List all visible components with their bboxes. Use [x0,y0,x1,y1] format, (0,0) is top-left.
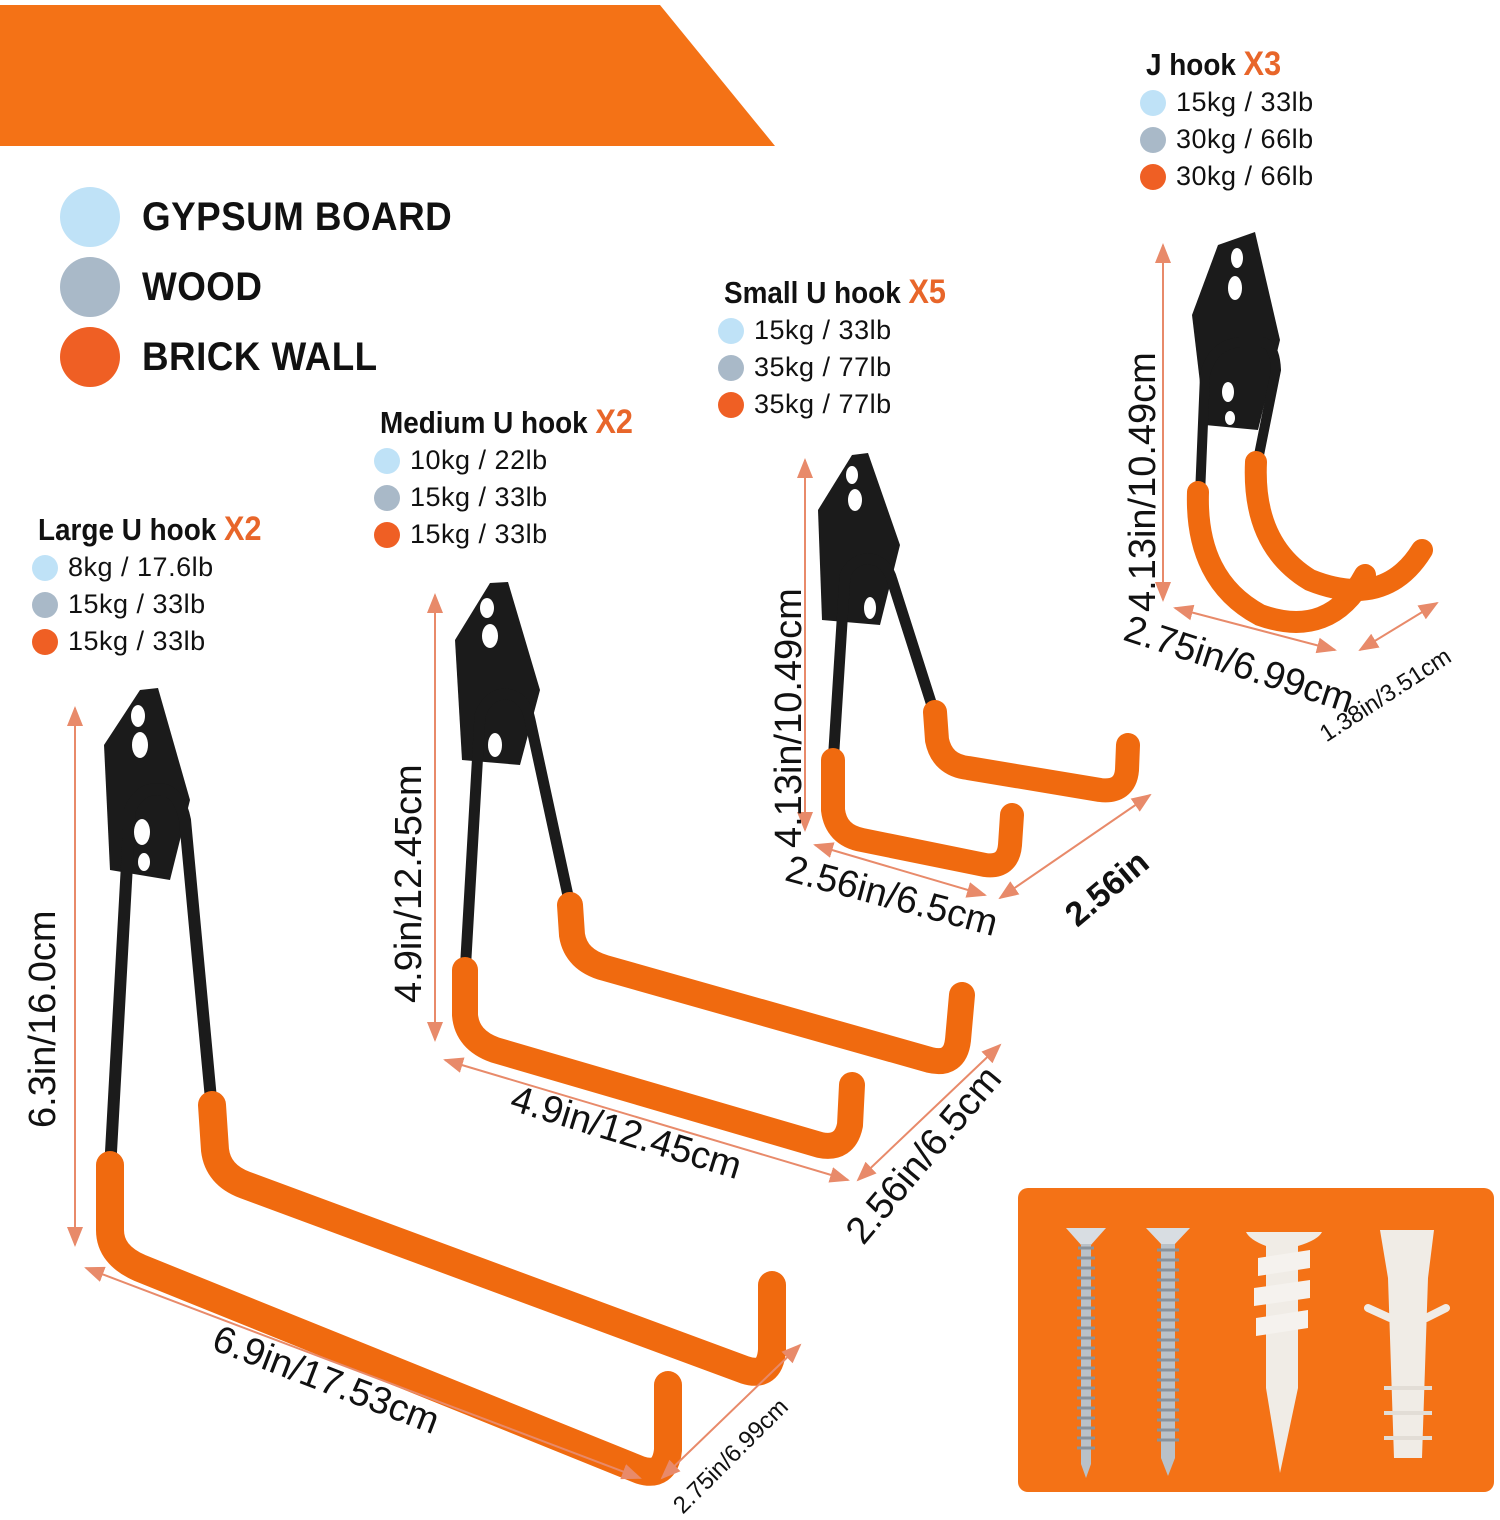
hook-qty: X2 [224,510,262,548]
screw-icon [1146,1228,1190,1476]
wood-dot-icon [1140,126,1166,153]
load-gypsum: 15kg / 33lb [1140,84,1314,121]
medium-height-label: 4.9in/12.45cm [388,764,430,1003]
legend-label: WOOD [142,264,263,309]
drywall-anchor-icon [1246,1232,1322,1473]
spec-large-u-hook: Large U hook X2 8kg / 17.6lb 15kg / 33lb… [32,510,286,660]
hook-name: Large U hook [38,512,217,547]
material-legend: GYPSUM BOARD WOOD BRICK WALL [60,182,479,392]
wood-dot-icon [374,484,400,511]
spec-medium-u-hook: Medium U hook X2 10kg / 22lb 15kg / 33lb… [374,403,661,553]
brick-dot-icon [60,327,120,387]
legend-item-brick: BRICK WALL [60,322,479,392]
small-u-hook-icon [818,453,1140,878]
gypsum-dot-icon [32,554,58,581]
large-height-label: 6.3in/16.0cm [22,910,64,1128]
gypsum-dot-icon [60,187,120,247]
hook-name: Small U hook [724,275,901,310]
hook-name: J hook [1146,47,1236,82]
wood-dot-icon [718,354,744,381]
j-height-label: 4.13in/10.49cm [1122,352,1164,612]
load-wood: 15kg / 33lb [32,586,286,623]
load-brick: 35kg / 77lb [718,386,971,423]
gypsum-dot-icon [1140,89,1166,116]
hook-name: Medium U hook [380,405,588,440]
j-hook-icon [1186,232,1433,633]
brick-dot-icon [374,521,400,548]
load-wood: 35kg / 77lb [718,349,971,386]
legend-label: BRICK WALL [142,334,378,379]
load-brick: 15kg / 33lb [32,623,286,660]
legend-item-wood: WOOD [60,252,479,322]
load-wood: 15kg / 33lb [374,479,661,516]
load-gypsum: 10kg / 22lb [374,442,661,479]
hook-qty: X3 [1243,45,1282,83]
brick-dot-icon [718,391,744,418]
screw-icon [1066,1228,1106,1478]
wood-dot-icon [32,591,58,618]
gypsum-dot-icon [374,447,400,474]
large-u-hook-icon [96,688,786,1486]
small-height-label: 4.13in/10.49cm [768,588,810,848]
expansion-anchor-icon [1364,1230,1450,1458]
gypsum-dot-icon [718,317,744,344]
legend-item-gypsum: GYPSUM BOARD [60,182,479,252]
wood-dot-icon [60,257,120,317]
load-gypsum: 8kg / 17.6lb [32,549,286,586]
legend-label: GYPSUM BOARD [142,194,453,239]
brick-dot-icon [32,628,58,655]
hardware-panel [1018,1188,1494,1492]
load-gypsum: 15kg / 33lb [718,312,971,349]
spec-small-u-hook: Small U hook X5 15kg / 33lb 35kg / 77lb … [718,273,971,423]
header-banner [0,5,775,146]
load-brick: 15kg / 33lb [374,516,661,553]
hook-qty: X5 [908,273,946,311]
brick-dot-icon [1140,163,1166,190]
spec-j-hook: J hook X3 15kg / 33lb 30kg / 66lb 30kg /… [1140,45,1314,195]
medium-u-hook-icon [452,582,975,1159]
load-wood: 30kg / 66lb [1140,121,1314,158]
hook-qty: X2 [595,403,633,441]
load-brick: 30kg / 66lb [1140,158,1314,195]
